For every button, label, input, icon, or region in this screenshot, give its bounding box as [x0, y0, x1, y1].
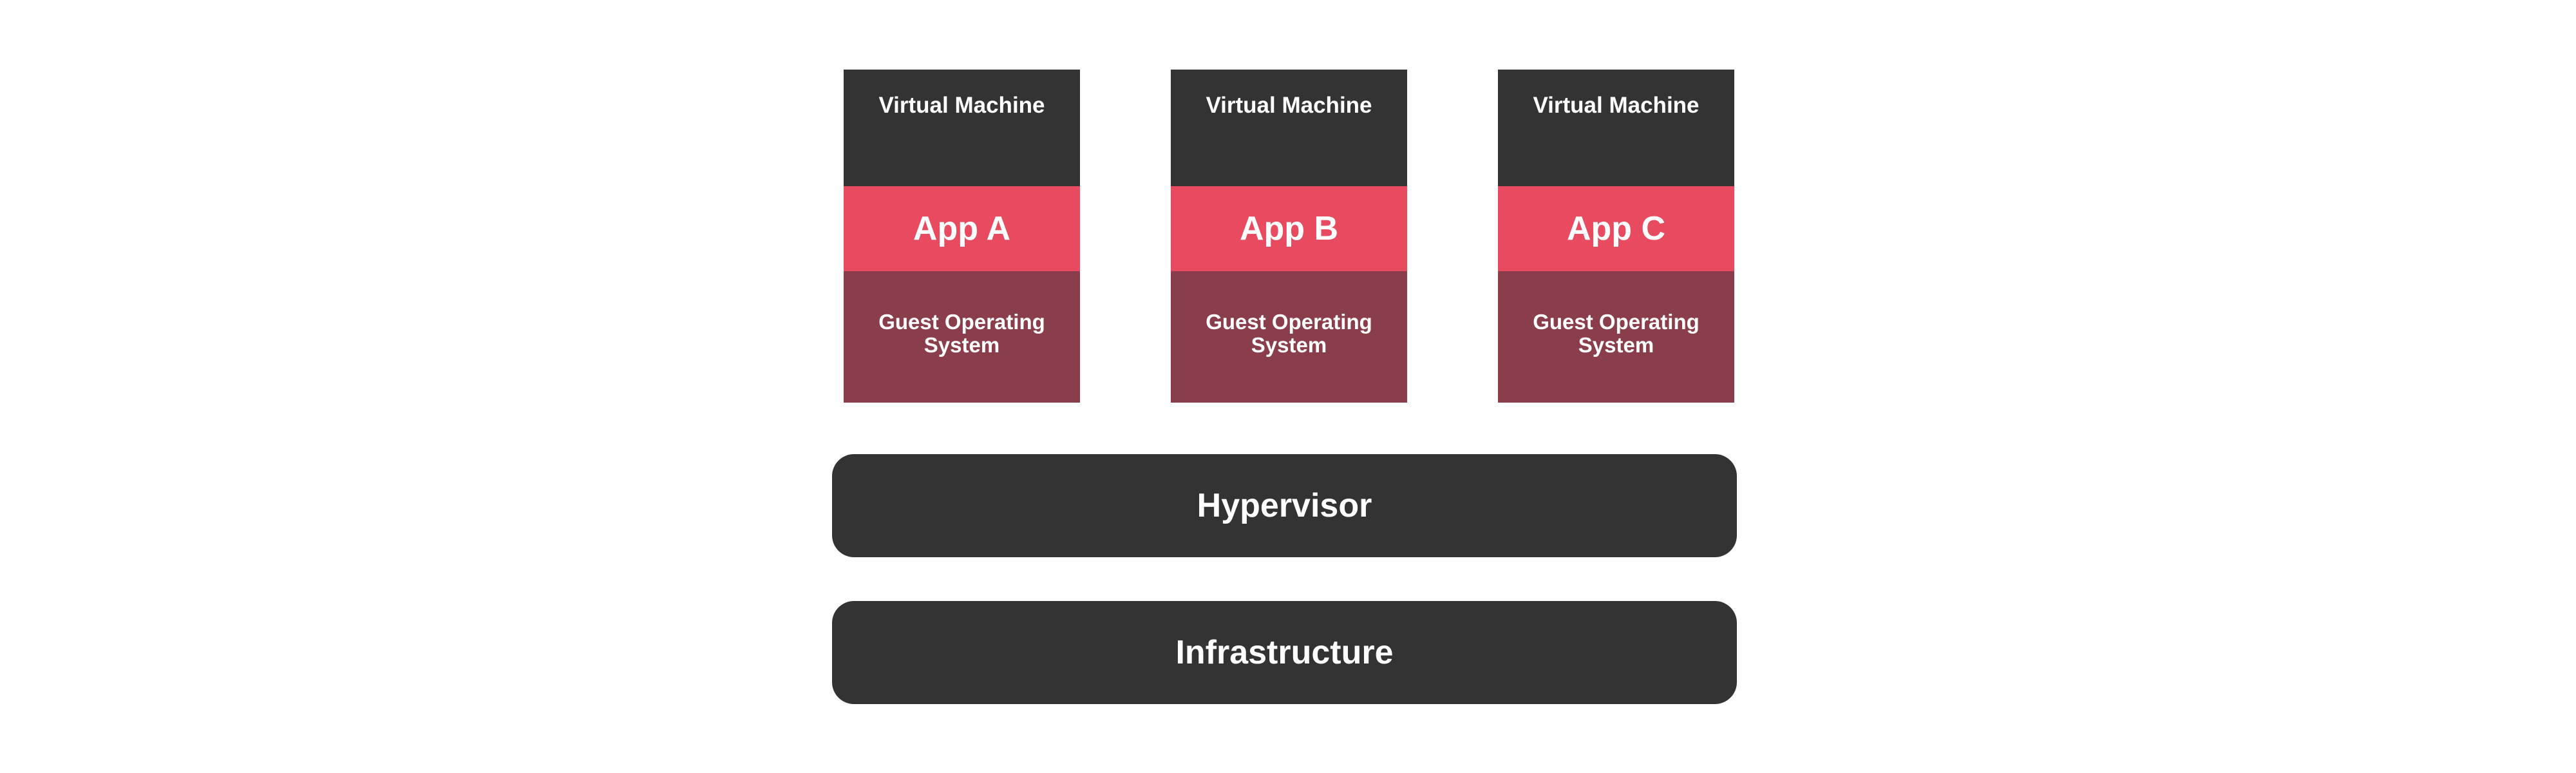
guest-os-block: Guest Operating System	[844, 271, 1080, 403]
virtual-machine-a: Virtual Machine App A Guest Operating Sy…	[844, 70, 1080, 403]
guest-os-block: Guest Operating System	[1171, 271, 1407, 403]
app-block: App B	[1171, 186, 1407, 271]
app-block: App C	[1498, 186, 1734, 271]
hypervisor-layer: Hypervisor	[832, 454, 1737, 557]
vm-header: Virtual Machine	[1171, 70, 1407, 186]
virtual-machine-b: Virtual Machine App B Guest Operating Sy…	[1171, 70, 1407, 403]
app-block: App A	[844, 186, 1080, 271]
guest-os-block: Guest Operating System	[1498, 271, 1734, 403]
infrastructure-layer: Infrastructure	[832, 601, 1737, 704]
virtual-machine-c: Virtual Machine App C Guest Operating Sy…	[1498, 70, 1734, 403]
vm-header: Virtual Machine	[1498, 70, 1734, 186]
vm-header: Virtual Machine	[844, 70, 1080, 186]
